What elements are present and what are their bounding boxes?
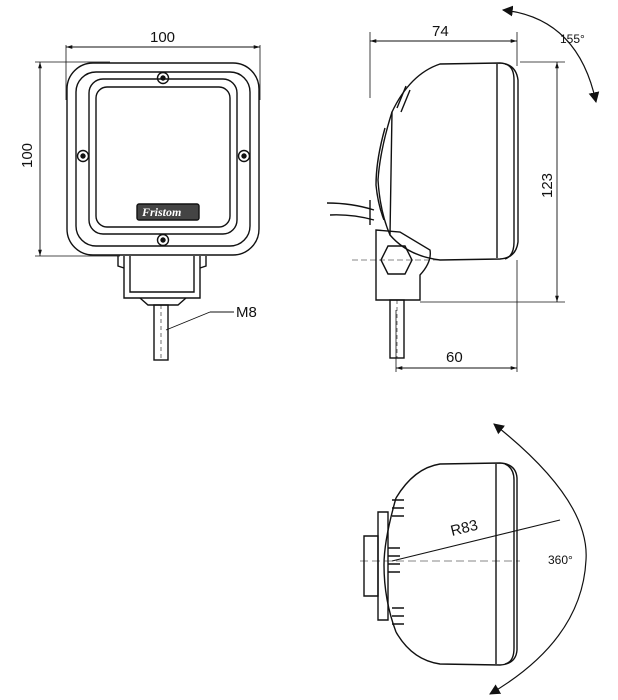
swivel-angle-label: 360° [548,553,573,567]
thread-label: M8 [236,304,257,321]
front-bracket [123,256,201,299]
rotation-angle-label: 155° [560,32,585,46]
swivel-arc [489,423,587,695]
bracket-depth-label: 60 [446,349,463,366]
radius-label: R83 [449,517,480,540]
top-view [360,423,587,695]
side-depth-label: 74 [432,23,449,40]
rotation-arc [501,5,600,104]
side-housing [389,62,519,261]
screw-icon [156,71,170,85]
side-bracket [375,229,431,301]
top-housing [395,462,518,666]
m8-leader-line [165,311,211,331]
front-view [35,45,261,361]
brand-plate [136,203,200,221]
front-height-label: 100 [19,143,36,168]
lens [95,86,231,228]
radius-line [391,519,561,562]
front-width-label: 100 [150,29,175,46]
side-view [326,5,600,372]
screw-icon [156,233,170,247]
screw-icon [237,149,251,163]
brand-text: Fristom [141,205,181,219]
screw-icon [76,149,90,163]
housing-outer [66,62,260,256]
cable [326,202,375,211]
side-height-label: 123 [539,173,556,198]
